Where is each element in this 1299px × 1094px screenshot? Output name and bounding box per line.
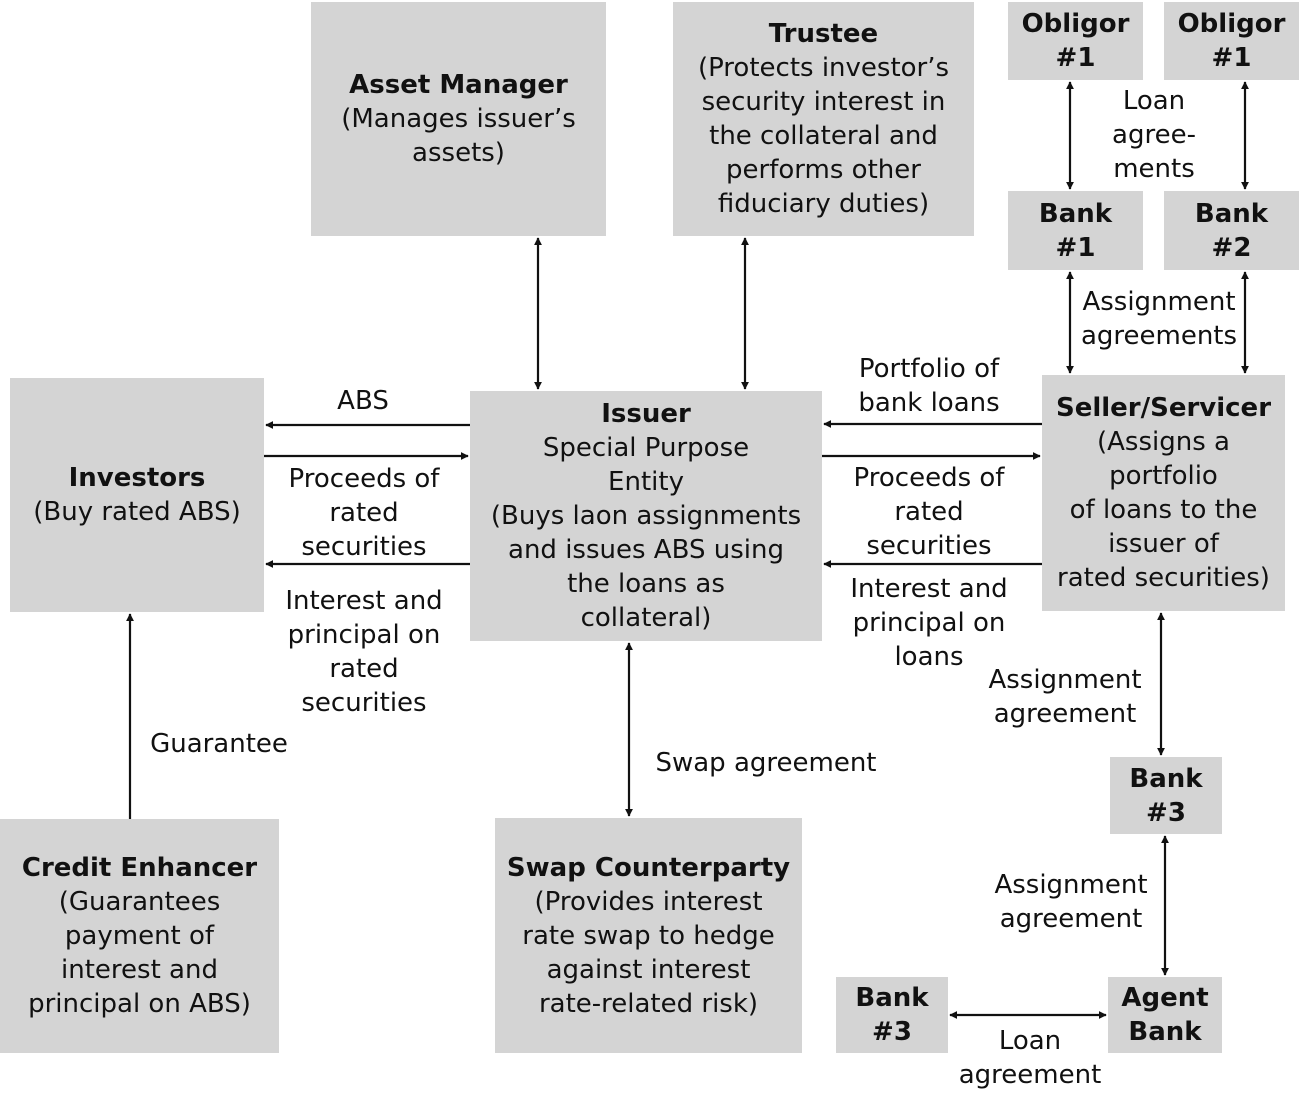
swap-counterparty-desc: (Provides interest rate swap to hedge ag… (522, 886, 775, 1019)
issuer-desc: Special Purpose Entity (Buys laon assign… (490, 433, 802, 633)
agent-bank-title: Agent Bank (1121, 983, 1209, 1047)
label-interest-left: Interest and principal on rated securiti… (285, 586, 443, 718)
investors-title: Investors (68, 463, 206, 493)
obligor-1-left-box: Obligor #1 (1008, 2, 1143, 80)
obligor-1-right-title: Obligor #1 (1177, 9, 1286, 73)
seller-servicer-title: Seller/Servicer (1055, 393, 1272, 423)
label-interest-right: Interest and principal on loans (850, 574, 1008, 672)
swap-counterparty-box: Swap Counterparty (Provides interest rat… (495, 818, 802, 1053)
bank-3-right-title: Bank #3 (1129, 763, 1203, 828)
label-guarantee: Guarantee (150, 729, 288, 759)
bank-3-bottom-title: Bank #3 (855, 983, 929, 1047)
trustee-title: Trustee (768, 19, 879, 49)
credit-enhancer-title: Credit Enhancer (21, 853, 258, 883)
trustee-box: Trustee (Protects investor’s security in… (673, 2, 974, 236)
obligor-1-right-box: Obligor #1 (1164, 2, 1299, 80)
bank-2-box: Bank #2 (1164, 191, 1299, 270)
asset-manager-desc: (Manages issuer’s assets) (341, 104, 576, 168)
bank-3-bottom-box: Bank #3 (836, 977, 948, 1053)
credit-enhancer-box: Credit Enhancer (Guarantees payment of i… (0, 819, 279, 1053)
asset-manager-box: Asset Manager (Manages issuer’s assets) (311, 2, 606, 236)
bank-3-right-box: Bank #3 (1110, 757, 1222, 834)
seller-servicer-box: Seller/Servicer (Assigns a portfolio of … (1042, 375, 1285, 611)
investors-box: Investors (Buy rated ABS) (10, 378, 264, 612)
label-assignment-agreements: Assignment agreements (1080, 287, 1238, 351)
issuer-box: Issuer Special Purpose Entity (Buys laon… (470, 391, 822, 641)
bank-2-title: Bank #2 (1194, 198, 1269, 263)
label-assignment-agreement-bank3-agent: Assignment agreement (994, 870, 1148, 934)
investors-desc: (Buy rated ABS) (33, 497, 241, 527)
bank-1-title: Bank #1 (1038, 198, 1113, 263)
label-proceeds-left: Proceeds of rated securities (288, 464, 440, 562)
seller-servicer-desc: (Assigns a portfolio of loans to the iss… (1057, 427, 1270, 593)
label-abs: ABS (337, 386, 389, 416)
issuer-title: Issuer (601, 399, 691, 429)
trustee-desc: (Protects investor’s security interest i… (697, 53, 950, 219)
obligor-1-left-title: Obligor #1 (1021, 9, 1130, 73)
label-assignment-agreement-seller-bank3: Assignment agreement (988, 665, 1142, 729)
swap-counterparty-title: Swap Counterparty (506, 852, 791, 883)
credit-enhancer-desc: (Guarantees payment of interest and prin… (28, 887, 251, 1019)
label-proceeds-right: Proceeds of rated securities (853, 463, 1005, 561)
label-swap-agreement: Swap agreement (655, 748, 877, 778)
asset-manager-title: Asset Manager (349, 70, 568, 100)
label-loan-agreements: Loan agree- ments (1112, 86, 1196, 184)
label-loan-agreement: Loan agreement (958, 1026, 1102, 1090)
agent-bank-box: Agent Bank (1108, 977, 1222, 1053)
bank-1-box: Bank #1 (1008, 191, 1143, 270)
label-portfolio: Portfolio of bank loans (858, 354, 1000, 418)
